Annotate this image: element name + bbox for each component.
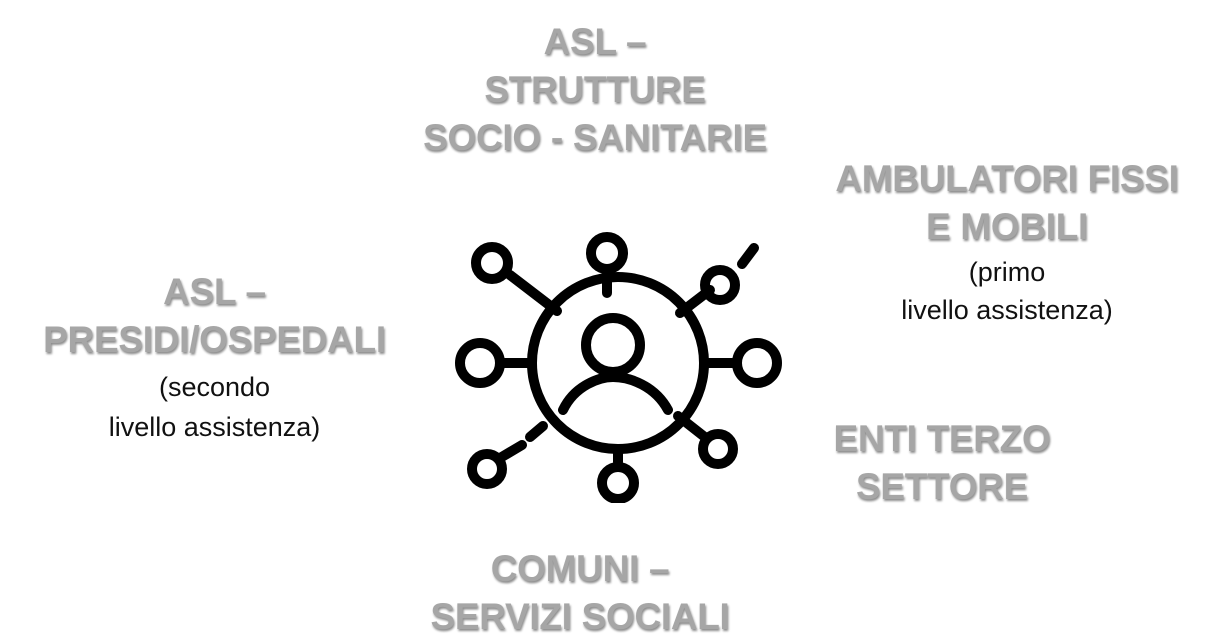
node-asl-presidi-ospedali: ASL – PRESIDI/OSPEDALI (secondo livello …	[22, 268, 407, 444]
dash-top-right	[737, 243, 759, 269]
node-asl-strutture-socio-sanitarie: ASL – STRUTTURE SOCIO - SANITARIE	[400, 18, 790, 162]
node-title-line: SERVIZI SOCIALI	[430, 596, 730, 637]
spoke-bottom-right	[673, 411, 711, 443]
person-network-icon	[455, 232, 782, 503]
dash-bottom-left	[525, 421, 548, 442]
node-title-line: SOCIO - SANITARIE	[423, 117, 767, 158]
node-title-line: AMBULATORI FISSI	[835, 158, 1179, 199]
node-enti-terzo-settore: ENTI TERZO SETTORE	[810, 415, 1074, 511]
spoke-bottom-left	[495, 440, 527, 463]
person-body	[558, 371, 673, 415]
satellite-bottom	[597, 462, 639, 503]
node-subtitle-line: livello assistenza)	[108, 412, 321, 442]
satellite-top	[586, 232, 628, 274]
node-title-line: COMUNI –	[490, 548, 670, 589]
satellite-top-left	[471, 242, 513, 284]
person-head	[581, 313, 645, 377]
spoke-top-left	[505, 270, 562, 316]
satellite-bottom-left	[467, 449, 507, 489]
node-title-line: ENTI TERZO	[833, 418, 1051, 459]
node-title-line: STRUTTURE	[484, 69, 706, 110]
satellite-bottom-right	[698, 429, 738, 469]
node-title-line: PRESIDI/OSPEDALI	[43, 319, 386, 360]
node-title-line: ASL –	[543, 21, 647, 62]
hub-circle	[527, 272, 709, 454]
node-comuni-servizi-sociali: COMUNI – SERVIZI SOCIALI	[405, 545, 755, 641]
node-subtitle-line: (primo	[968, 257, 1046, 287]
satellite-left	[455, 338, 505, 388]
node-ambulatori-fissi-mobili: AMBULATORI FISSI E MOBILI (primo livello…	[812, 155, 1202, 327]
satellite-right	[732, 338, 782, 388]
node-subtitle-line: (secondo	[158, 372, 271, 402]
satellite-top-right	[700, 265, 740, 305]
node-title-line: ASL –	[163, 271, 266, 312]
node-subtitle-line: livello assistenza)	[901, 295, 1113, 325]
node-title-line: E MOBILI	[925, 206, 1089, 247]
node-title-line: SETTORE	[856, 466, 1028, 507]
